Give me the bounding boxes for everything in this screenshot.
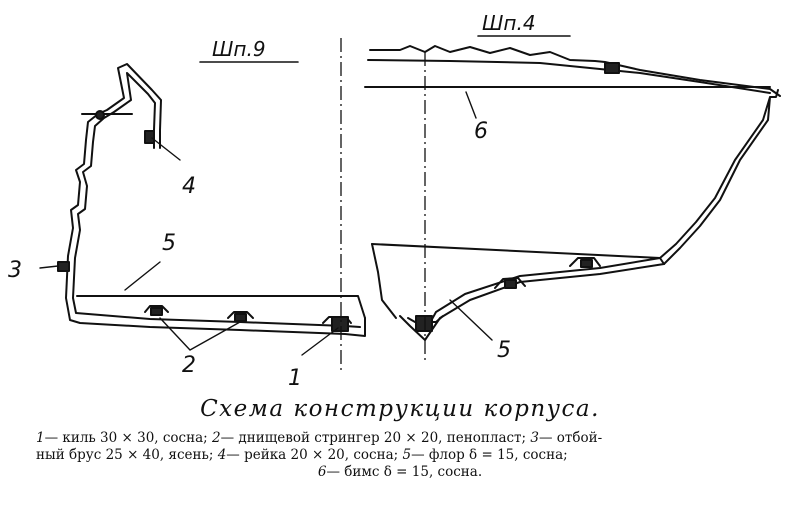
frame-4-floor-left xyxy=(371,243,397,319)
legend-num: 2 xyxy=(212,430,221,446)
legend-text: — днищевой стрингер 20 × 20, пенопласт; xyxy=(220,430,527,446)
label-underlines xyxy=(199,35,571,63)
frame-9-hull-inner xyxy=(72,72,361,328)
callout-4: 4 xyxy=(182,174,196,199)
leader-lines-left xyxy=(39,137,339,356)
fender-bar xyxy=(57,261,70,272)
frame-4-bottom xyxy=(399,257,665,341)
frame-9-hull-outline xyxy=(65,63,366,337)
callout-5-right: 5 xyxy=(497,338,511,363)
legend-line-1: 1— киль 30 × 30, сосна; 2— днищевой стри… xyxy=(36,430,764,447)
frame-4-deck-inner xyxy=(367,59,771,94)
legend-text: — отбой- xyxy=(538,430,603,446)
frame-4-deck-clamp xyxy=(604,62,620,74)
leader-lines-right xyxy=(449,91,493,341)
frame-4-keel xyxy=(415,315,433,332)
frame-4-floor xyxy=(371,243,665,265)
legend-text: — флор δ = 15, сосна; xyxy=(411,447,568,463)
callout-3: 3 xyxy=(8,258,22,283)
frame-9-floor xyxy=(76,295,366,319)
caption-title: Схема конструкции корпуса. xyxy=(200,396,600,422)
callout-6: 6 xyxy=(474,119,488,144)
frame-9-keel xyxy=(331,316,349,332)
frame-9-deck-joint xyxy=(95,110,105,120)
legend-num: 4 xyxy=(217,447,227,463)
hull-construction-diagram: Шп.9 Шп.4 1 2 3 4 5 5 6 xyxy=(8,11,781,391)
legend-text: ный брус 25 × 40, ясень; xyxy=(36,447,214,463)
legend-line-3: 6— бимс δ = 15, сосна. xyxy=(36,464,764,481)
legend: 1— киль 30 × 30, сосна; 2— днищевой стри… xyxy=(36,430,764,481)
legend-num: 1 xyxy=(36,430,45,446)
callout-5-left: 5 xyxy=(162,231,176,256)
frame-4-deck xyxy=(369,45,781,97)
legend-num: 3 xyxy=(530,430,539,446)
rail-batten xyxy=(144,130,155,144)
callout-1: 1 xyxy=(288,366,302,391)
frame-4-side xyxy=(659,89,779,265)
legend-num: 6 xyxy=(317,464,327,480)
legend-num: 5 xyxy=(402,447,412,463)
legend-text: — рейка 20 × 20, сосна; xyxy=(226,447,399,463)
section-label-frame-9: Шп.9 xyxy=(212,37,266,61)
legend-line-2: ный брус 25 × 40, ясень; 4— рейка 20 × 2… xyxy=(36,447,764,464)
legend-text: — киль 30 × 30, сосна; xyxy=(44,430,208,446)
section-label-frame-4: Шп.4 xyxy=(482,11,536,35)
frame-4-stringers xyxy=(494,257,601,289)
callout-2: 2 xyxy=(182,353,196,378)
legend-text: — бимс δ = 15, сосна. xyxy=(326,464,483,480)
